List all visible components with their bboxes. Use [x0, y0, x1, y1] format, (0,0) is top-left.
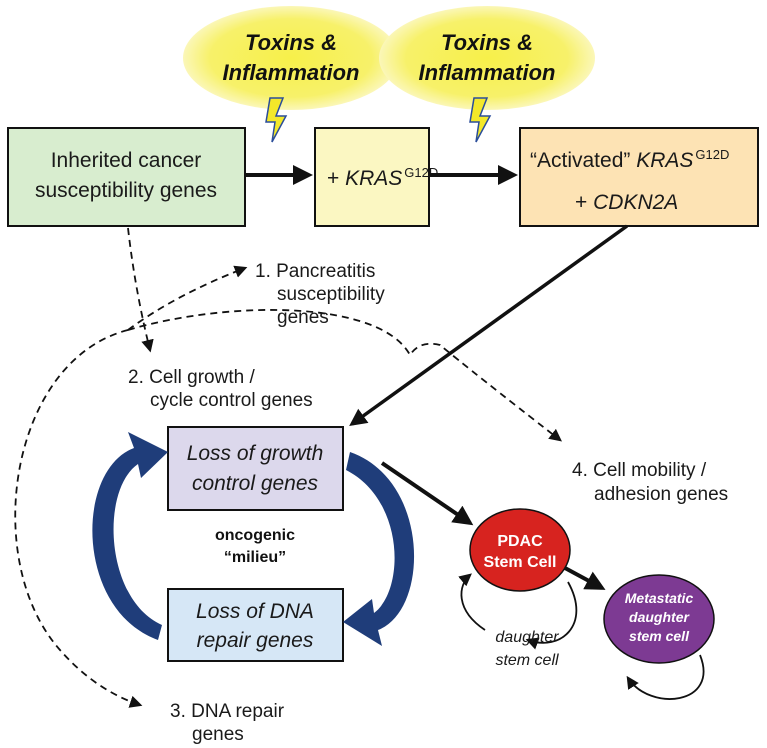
daughter-label-line2: stem cell: [495, 652, 559, 669]
kras-box: [314, 127, 430, 227]
gene-group-4-line1: 4. Cell mobility /: [572, 460, 707, 481]
gene-group-1-line1: 1. Pancreatitis: [255, 261, 375, 282]
activated-box-line2: + CDKN2A: [575, 191, 678, 214]
milieu-line1: oncogenic: [215, 527, 295, 544]
dashed-arrow-to-cell-growth: [127, 227, 154, 353]
toxins-label-line2: Inflammation: [223, 60, 360, 85]
pdac-stem-cell: [469, 508, 571, 592]
loss-dna-line2: repair genes: [197, 629, 314, 652]
arrow-activated-to-loss-growth: [349, 224, 629, 427]
inherited-box-line2: susceptibility genes: [35, 179, 217, 202]
metastatic-stem-cell: [603, 574, 715, 664]
toxins-label-line2: Inflammation: [419, 60, 556, 85]
lightning-bolt-icon: [265, 97, 288, 143]
dashed-arrow-to-cell-mobility: [127, 309, 562, 442]
inherited-genes-box: [7, 127, 246, 227]
loss-growth-line2: control genes: [192, 472, 319, 495]
lightning-bolt-icon: [469, 97, 492, 143]
toxins-label-line1: Toxins &: [245, 30, 337, 55]
toxins-glow-2: Toxins & Inflammation: [379, 6, 595, 110]
gene-group-3-line1: 3. DNA repair: [170, 701, 285, 722]
gene-group-1-line2: susceptibility: [277, 284, 385, 305]
gene-group-2-line1: 2. Cell growth /: [128, 367, 255, 388]
arrow-to-pdac: [380, 461, 474, 526]
gene-group-1-line3: genes: [277, 307, 329, 328]
loss-growth-box: [167, 426, 344, 511]
cycle-arrow-right: [343, 452, 415, 646]
metastatic-line3: stem cell: [629, 628, 690, 644]
loss-growth-line1: Loss of growth: [187, 442, 324, 465]
toxins-label-line1: Toxins &: [441, 30, 533, 55]
gene-group-3-line2: genes: [192, 724, 244, 745]
cycle-arrow-left: [92, 432, 168, 640]
gene-group-2-line2: cycle control genes: [150, 390, 313, 411]
activated-box: [519, 127, 759, 227]
dashed-arrow-to-pancreatitis: [127, 265, 248, 331]
inherited-box-line1: Inherited cancer: [51, 149, 202, 172]
pdac-line1: PDAC: [497, 533, 543, 550]
toxins-glow-1: Toxins & Inflammation: [183, 6, 399, 110]
metastatic-line1: Metastatic: [625, 590, 694, 606]
metastatic-line2: daughter: [629, 609, 690, 625]
dashed-arrow-to-dna-repair: [14, 329, 143, 708]
loss-dna-line1: Loss of DNA: [196, 600, 314, 623]
milieu-line2: “milieu”: [224, 549, 286, 566]
pdac-self-renewal-arrow-left: [458, 573, 486, 631]
daughter-label-line1: daughter: [495, 629, 559, 646]
metastatic-self-renewal-arrow: [626, 654, 705, 700]
arrow-to-metastatic: [564, 566, 606, 590]
pdac-line2: Stem Cell: [484, 554, 557, 571]
pdac-self-renewal-arrow: [525, 581, 578, 650]
loss-dna-box: [167, 588, 344, 662]
gene-group-4-line2: adhesion genes: [594, 484, 728, 505]
